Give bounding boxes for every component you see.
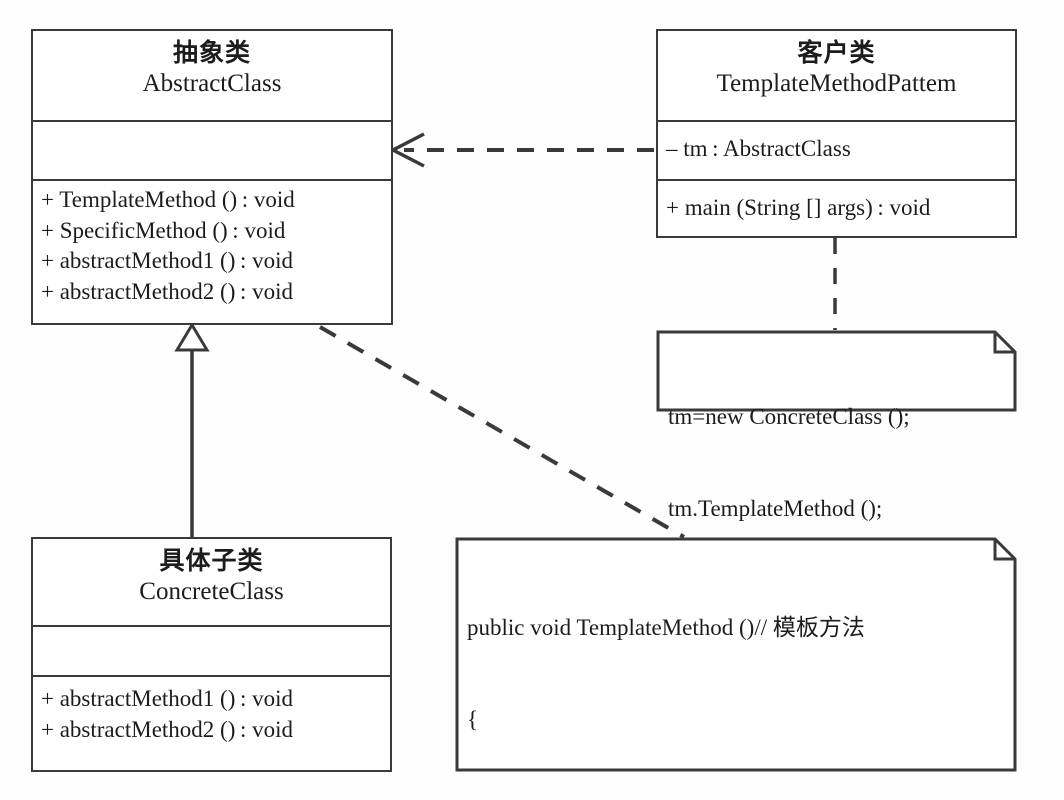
open-arrowhead-icon (389, 132, 425, 168)
note-outline (656, 330, 1017, 412)
note-line: { (467, 707, 479, 733)
note-outline (455, 537, 1017, 772)
class-en-name: TemplateMethodPattem (716, 69, 957, 97)
class-attributes-abstract-class (33, 122, 391, 181)
operation-row: + abstractMethod1 () : void (41, 686, 293, 711)
class-en-name: AbstractClass (142, 69, 282, 97)
class-box-client-class[interactable]: 客户类 TemplateMethodPattem – tm : Abstract… (656, 29, 1017, 238)
operation-row: + abstractMethod2 () : void (41, 278, 293, 304)
note-anchor-template-method (319, 325, 685, 539)
note-shape (656, 330, 1017, 412)
note-text-template-method-note: public void TemplateMethod ()// 模板方法 { S… (455, 537, 1017, 800)
class-operations-abstract-class: + TemplateMethod () : void + SpecificMet… (33, 181, 391, 307)
dependency-arrow-client-to-abstract (389, 132, 654, 168)
operation-row: + TemplateMethod () : void (41, 187, 295, 212)
note-line: tm.TemplateMethod (); (668, 496, 883, 522)
class-box-concrete-class[interactable]: 具体子类 ConcreteClass + abstractMethod1 () … (31, 537, 392, 772)
note-line: public void TemplateMethod ()// 模板方法 (467, 614, 865, 640)
note-box-client-note[interactable]: tm=new ConcreteClass (); tm.TemplateMeth… (656, 330, 1017, 521)
operation-row: + main (String [] args) : void (666, 195, 931, 220)
class-header-concrete-class: 具体子类 ConcreteClass (33, 539, 390, 627)
note-fold-icon (993, 539, 1015, 561)
class-cn-name: 具体子类 (159, 546, 264, 575)
class-box-abstract-class[interactable]: 抽象类 AbstractClass + TemplateMethod () : … (31, 29, 393, 325)
class-operations-concrete-class: + abstractMethod1 () : void + abstractMe… (33, 677, 390, 745)
operation-row: + abstractMethod2 () : void (41, 716, 293, 742)
class-attributes-client-class: – tm : AbstractClass (658, 122, 1015, 181)
note-shape (455, 537, 1017, 772)
hollow-triangle-icon (174, 322, 210, 352)
attribute-row: – tm : AbstractClass (666, 136, 851, 161)
generalization-arrow-concrete-to-abstract (174, 322, 210, 537)
class-operations-client-class: + main (String [] args) : void (658, 181, 1015, 224)
note-line: tm=new ConcreteClass (); (668, 403, 910, 429)
class-header-client-class: 客户类 TemplateMethodPattem (658, 31, 1015, 122)
class-en-name: ConcreteClass (139, 577, 284, 605)
note-box-template-method-note[interactable]: public void TemplateMethod ()// 模板方法 { S… (455, 537, 1017, 800)
note-fold-icon (993, 332, 1015, 354)
class-cn-name: 客户类 (797, 38, 876, 67)
class-header-abstract-class: 抽象类 AbstractClass (33, 31, 391, 122)
class-attributes-concrete-class (33, 627, 390, 677)
operation-row: + SpecificMethod () : void (41, 217, 286, 243)
class-cn-name: 抽象类 (172, 38, 251, 67)
operation-row: + abstractMethod1 () : void (41, 248, 293, 274)
